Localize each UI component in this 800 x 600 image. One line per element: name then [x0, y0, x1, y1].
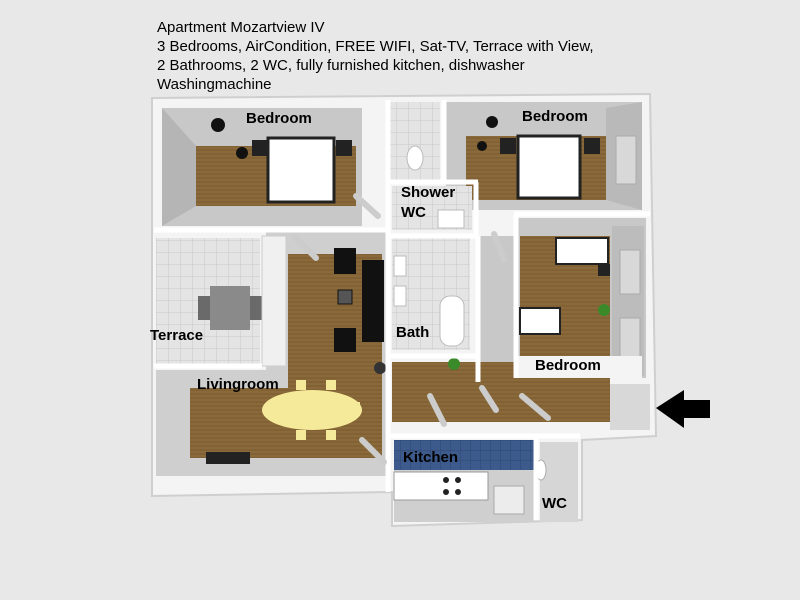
label-kitchen: Kitchen: [403, 449, 459, 466]
apartment-description: Apartment Mozartview IV 3 Bedrooms, AirC…: [157, 18, 594, 94]
sofa: [362, 260, 384, 342]
wc-floor: [540, 442, 578, 522]
apartment-title: Apartment Mozartview IV: [157, 19, 325, 36]
label-shower-wc: WC: [401, 204, 426, 221]
dining-table: [262, 390, 362, 430]
label-bath: Bath: [396, 324, 430, 341]
label-bedroom-right: Bedroom: [522, 108, 588, 125]
amenities-line-2: 2 Bathrooms, 2 WC, fully furnished kitch…: [157, 57, 525, 74]
entrance-arrow: [656, 390, 710, 428]
label-livingroom: Livingroom: [197, 376, 279, 393]
amenities-line-1: 3 Bedrooms, AirCondition, FREE WIFI, Sat…: [157, 38, 594, 55]
label-terrace: Terrace: [150, 327, 204, 344]
bed-left: [266, 136, 336, 204]
label-shower: Shower: [401, 184, 456, 201]
bed-right: [516, 134, 582, 200]
amenities-line-3: Washingmachine: [157, 76, 272, 93]
bed-bottom: [555, 237, 609, 265]
label-bedroom-left: Bedroom: [246, 110, 312, 127]
label-wc: WC: [542, 495, 567, 512]
label-bedroom-bottom: Bedroom: [535, 357, 601, 374]
